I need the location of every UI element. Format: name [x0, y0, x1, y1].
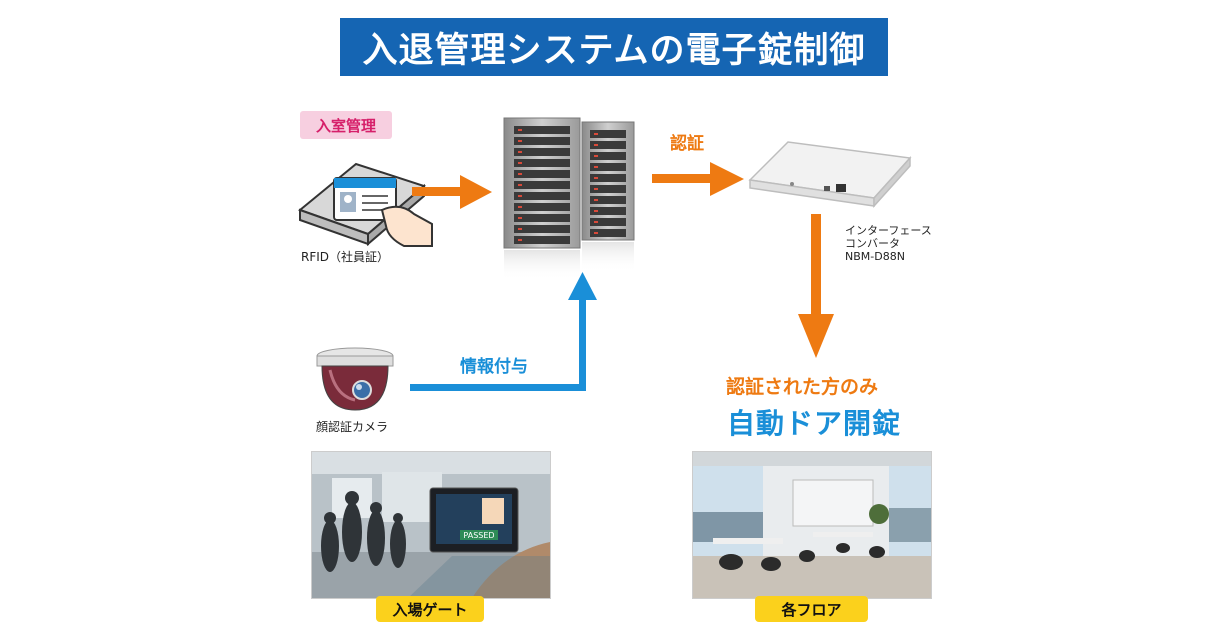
server-led	[594, 133, 598, 135]
rfid-label: RFID（社員証）	[301, 250, 390, 264]
info-label: 情報付与	[460, 357, 528, 377]
entrance-gate-photo: PASSED	[311, 451, 551, 599]
server-drive-slot	[514, 225, 570, 233]
server-drive-slot	[590, 130, 626, 138]
server-led	[518, 173, 522, 175]
server-drive-slot	[514, 203, 570, 211]
server-drive-slot	[590, 141, 626, 149]
result-line2: 自動ドア開錠	[727, 407, 902, 440]
server-led	[594, 188, 598, 190]
server-drive-slot	[514, 137, 570, 145]
passed-text: PASSED	[463, 531, 494, 540]
server-drive-slot	[590, 229, 626, 237]
converter-label-line3: NBM-D88N	[845, 250, 905, 263]
server-drive-slot	[514, 170, 570, 178]
auth-label: 認証	[670, 134, 704, 154]
office-floor-tag: 各フロア	[755, 596, 868, 622]
result-line1: 認証された方のみ	[726, 376, 879, 398]
server-drive-slot	[590, 218, 626, 226]
server-led	[518, 217, 522, 219]
page-title: 入退管理システムの電子錠制御	[340, 18, 888, 76]
server-drive-slot	[590, 207, 626, 215]
server-drive-slot	[514, 181, 570, 189]
server-led	[594, 221, 598, 223]
server-drive-slot	[514, 236, 570, 244]
server-drive-slot	[590, 152, 626, 160]
server-led	[518, 206, 522, 208]
server-drive-slot	[514, 159, 570, 167]
converter-label: インターフェース コンバータ NBM-D88N	[845, 224, 932, 263]
server-led	[594, 232, 598, 234]
server-led	[518, 129, 522, 131]
converter-label-line2: コンバータ	[845, 237, 900, 250]
office-floor-photo	[692, 451, 932, 599]
server-led	[518, 195, 522, 197]
face-camera-illustration	[316, 347, 394, 411]
server-drive-slot	[514, 126, 570, 134]
arrow-camera-to-server	[410, 272, 597, 391]
server-drive-slot	[590, 196, 626, 204]
server-drive-slot	[514, 192, 570, 200]
server-led	[518, 162, 522, 164]
entry-management-tag: 入室管理	[300, 111, 392, 139]
arrow-converter-down	[798, 214, 834, 358]
server-drive-slot	[590, 163, 626, 171]
interface-converter-illustration	[748, 141, 912, 208]
server-led	[594, 199, 598, 201]
server-led	[594, 210, 598, 212]
converter-label-line1: インターフェース	[845, 224, 932, 237]
server-led	[518, 184, 522, 186]
server-drive-slot	[590, 185, 626, 193]
arrow-server-to-converter	[652, 162, 744, 196]
arrow-rfid-to-server	[412, 175, 492, 209]
entrance-gate-tag: 入場ゲート	[376, 596, 484, 622]
server-led	[518, 228, 522, 230]
server-led	[594, 155, 598, 157]
server-led	[594, 177, 598, 179]
server-led	[518, 151, 522, 153]
server-drive-slot	[590, 174, 626, 182]
camera-label: 顔認証カメラ	[316, 420, 389, 434]
server-drive-slot	[514, 148, 570, 156]
server-led	[594, 166, 598, 168]
rfid-reader-illustration	[297, 162, 433, 247]
server-led	[518, 239, 522, 241]
server-led	[594, 144, 598, 146]
server-illustration	[503, 117, 635, 280]
server-led	[518, 140, 522, 142]
server-drive-slot	[514, 214, 570, 222]
